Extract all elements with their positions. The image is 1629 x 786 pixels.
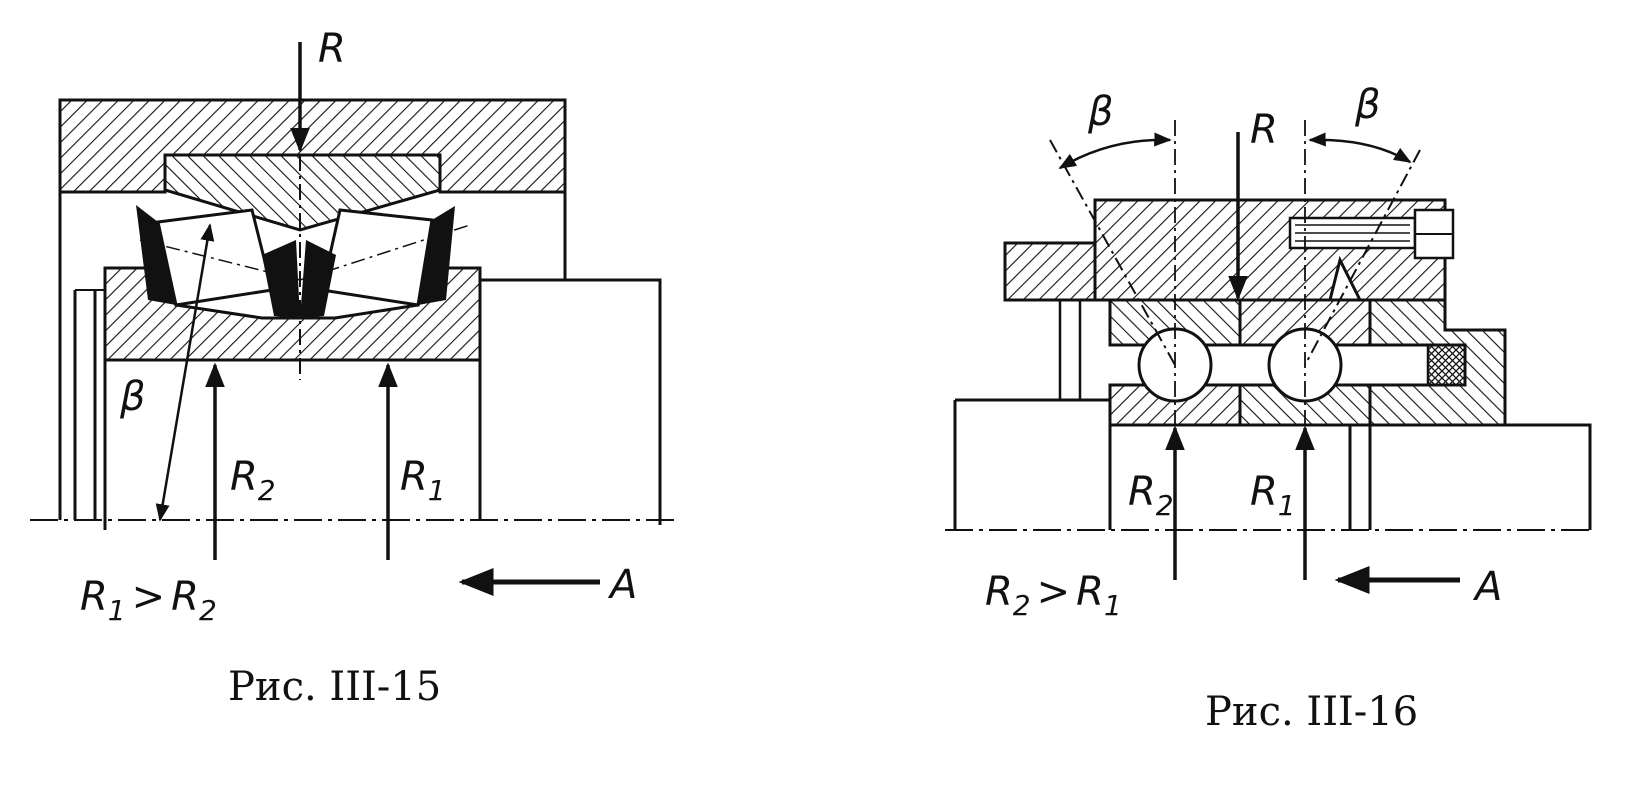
angle-label-right: β <box>1354 82 1381 128</box>
caption: Рис. III-15 <box>228 664 441 710</box>
figure-iii-16: β β R R2 R1 R2>R1 A Рис. III-16 <box>945 82 1595 735</box>
relation-label: R2>R1 <box>985 569 1122 622</box>
relation-label: R1>R2 <box>80 574 217 627</box>
felt-seal <box>1426 343 1467 387</box>
pressure-line <box>155 223 215 522</box>
figure-iii-15: R β R2 R1 R1>R2 A Рис. III-15 <box>30 26 680 710</box>
reaction-label-r1: R1 <box>1250 469 1296 522</box>
reaction-label-r2: R2 <box>1128 469 1174 522</box>
housing <box>1093 198 1447 302</box>
bolt <box>1288 208 1455 260</box>
angle-label-left: β <box>1087 89 1114 135</box>
angle-label: β <box>119 374 146 420</box>
load-label: R <box>318 26 346 72</box>
load-label: R <box>1250 107 1278 153</box>
angle-arc-right <box>1308 132 1412 164</box>
reaction-label-r2: R2 <box>230 454 276 507</box>
axial-label: A <box>1472 564 1502 610</box>
housing-flange <box>1003 241 1097 302</box>
axial-label: A <box>607 562 637 608</box>
caption: Рис. III-16 <box>1205 689 1418 735</box>
angle-arc-left <box>1058 132 1172 170</box>
outer-ring <box>163 153 442 232</box>
reaction-label-r1: R1 <box>400 454 446 507</box>
